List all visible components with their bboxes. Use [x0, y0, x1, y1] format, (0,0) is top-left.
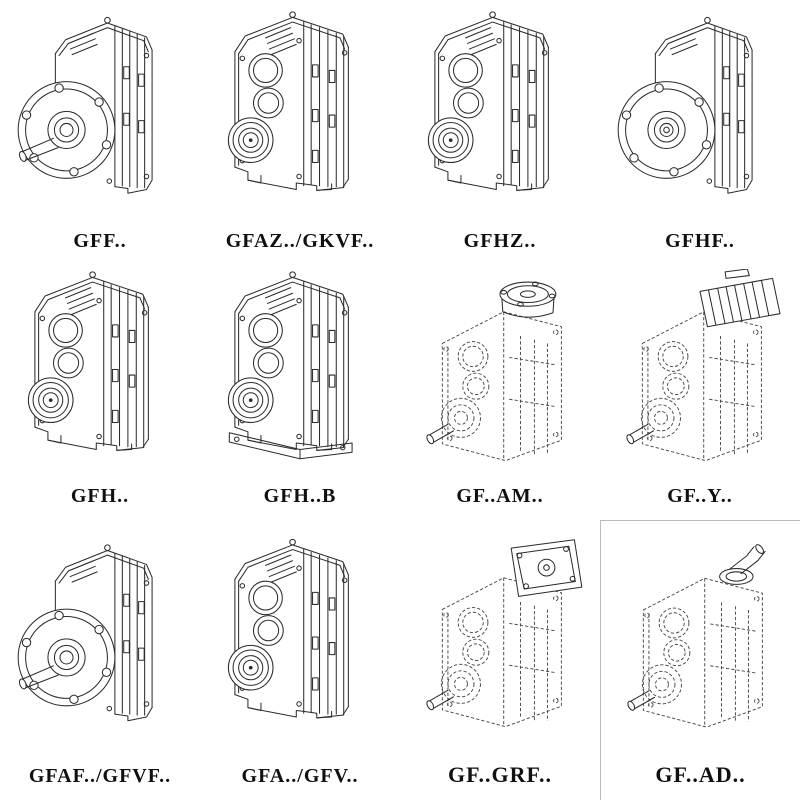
catalog-cell: GFAF../GFVF..	[0, 520, 200, 800]
catalog-cell: GFF..	[0, 0, 200, 265]
catalog-cell: GFH..	[0, 265, 200, 520]
model-code-label: GF..Y..	[667, 485, 733, 507]
gearbox-line-drawing	[207, 524, 393, 763]
model-code-label: GF..GRF..	[448, 762, 552, 787]
model-code-label: GFH..	[70, 485, 130, 507]
catalog-cell: GFH..B	[200, 265, 400, 520]
catalog-cell: GFA../GFV..	[200, 520, 400, 800]
gearbox-line-drawing	[207, 4, 393, 228]
catalog-cell: GFHZ..	[400, 0, 600, 265]
model-code-label: GF..AM..	[456, 485, 544, 507]
model-code-label: GF..AD..	[655, 762, 746, 787]
gearbox-line-drawing	[607, 269, 793, 483]
model-code-label: GFF..	[73, 230, 127, 252]
gearbox-line-drawing	[607, 4, 793, 228]
gearbox-line-drawing	[407, 524, 593, 760]
catalog-cell: GF..AM..	[400, 265, 600, 520]
model-code-label: GFAZ../GKVF..	[225, 230, 375, 252]
gearbox-line-drawing	[7, 4, 193, 228]
model-code-label: GFHZ..	[463, 230, 537, 252]
catalog-cell: GF..Y..	[600, 265, 800, 520]
model-code-label: GFHF..	[665, 230, 735, 252]
model-code-label: GFAF../GFVF..	[28, 765, 172, 787]
model-code-label: GFH..B	[263, 485, 337, 507]
catalog-cell: GF..GRF..	[400, 520, 600, 800]
catalog-cell: GFHF..	[600, 0, 800, 265]
gearbox-line-drawing	[207, 269, 393, 483]
gearbox-line-drawing	[407, 4, 593, 228]
catalog-cell: GFAZ../GKVF..	[200, 0, 400, 265]
gearbox-line-drawing	[608, 525, 794, 760]
model-code-label: GFA../GFV..	[241, 765, 359, 787]
gearbox-line-drawing	[407, 269, 593, 483]
gearbox-line-drawing	[7, 269, 193, 483]
catalog-cell: GF..AD..	[600, 520, 800, 800]
gearbox-line-drawing	[7, 524, 193, 763]
